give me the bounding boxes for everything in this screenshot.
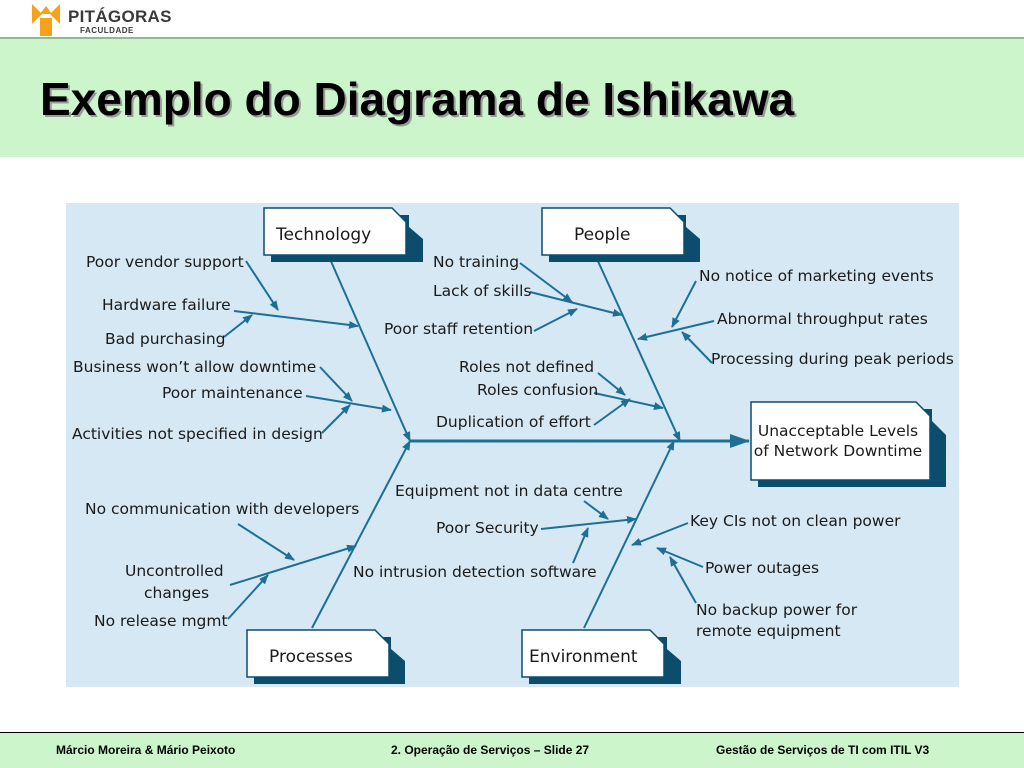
arrow-abnormal-throughput [637, 320, 715, 341]
cause-poor-vendor-support: Poor vendor support [86, 253, 244, 271]
cause-no-release-mgmt: No release mgmt [94, 612, 228, 630]
cause-processing-peak: Processing during peak periods [711, 350, 954, 368]
arrow-poor-staff-retention [533, 308, 578, 332]
arrow-no-notice-marketing [671, 280, 697, 328]
category-processes-label: Processes [269, 647, 353, 667]
cause-uncontrolled-line-2: changes [144, 584, 209, 602]
cause-uncontrolled-line-1: Uncontrolled [125, 562, 224, 580]
cause-poor-maintenance: Poor maintenance [162, 384, 303, 402]
arrow-hardware-failure [233, 310, 359, 329]
effect-box: Unacceptable Levels of Network Downtime [750, 401, 946, 487]
cause-bad-purchasing: Bad purchasing [105, 330, 225, 348]
brand-logo: PITÁGORAS FACULDADE [28, 2, 171, 38]
arrow-no-backup-power [669, 556, 697, 604]
processes-bone [311, 440, 411, 629]
cause-business-no-downtime: Business won’t allow downtime [73, 358, 316, 376]
cause-no-backup-line-1: No backup power for [696, 601, 858, 619]
environment-bone [583, 440, 675, 629]
cause-equipment-not-in-dc: Equipment not in data centre [395, 482, 623, 500]
arrow-poor-security [540, 515, 637, 530]
technology-bone [329, 258, 411, 442]
category-environment-label: Environment [529, 647, 638, 667]
arrow-lack-of-skills [529, 291, 623, 317]
header-divider [0, 37, 1024, 39]
cause-duplication-of-effort: Duplication of effort [436, 413, 591, 431]
cause-poor-security: Poor Security [436, 519, 539, 537]
arrow-no-training [519, 262, 573, 303]
cause-no-backup-line-2: remote equipment [696, 622, 841, 640]
cause-abnormal-throughput: Abnormal throughput rates [717, 310, 928, 328]
arrow-roles-not-defined [597, 372, 626, 396]
footer-band [0, 733, 1024, 768]
arrow-processing-peak [681, 331, 713, 364]
cause-lack-of-skills: Lack of skills [433, 282, 531, 300]
brand-name: PITÁGORAS [68, 7, 172, 26]
box-technology: Technology [263, 207, 423, 262]
cause-poor-staff-retention: Poor staff retention [384, 320, 533, 338]
arrow-duplication-of-effort [593, 398, 631, 426]
arrow-power-outages [656, 547, 704, 568]
effect-line-1: Unacceptable Levels [758, 422, 918, 440]
arrow-no-release-mgmt [227, 574, 269, 620]
pitagoras-logo-icon [32, 4, 60, 36]
cause-roles-confusion: Roles confusion [477, 381, 598, 399]
people-bone [596, 258, 681, 442]
footer-divider [0, 732, 1024, 733]
fishbone-svg: Technology People Processes Environment … [72, 207, 954, 684]
arrow-bad-purchasing [223, 314, 253, 338]
cause-no-intrusion-detection: No intrusion detection software [353, 563, 597, 581]
cause-hardware-failure: Hardware failure [102, 296, 231, 314]
cause-no-training: No training [433, 253, 519, 271]
arrow-key-cis [631, 522, 689, 546]
brand-subtitle: FACULDADE [80, 26, 134, 35]
arrow-uncontrolled-changes [229, 544, 357, 586]
footer-course: Gestão de Serviços de TI com ITIL V3 [716, 743, 930, 757]
arrow-no-intrusion-detection [572, 527, 589, 564]
title-band [0, 39, 1024, 157]
cause-power-outages: Power outages [705, 559, 819, 577]
slide-title: Exemplo do Diagrama de Ishikawa [40, 73, 795, 125]
ishikawa-diagram: Technology People Processes Environment … [66, 203, 959, 687]
box-people: People [541, 207, 700, 262]
category-technology-label: Technology [275, 225, 371, 245]
cause-no-notice-marketing: No notice of marketing events [699, 267, 934, 285]
arrow-business-no-downtime [319, 366, 353, 402]
arrow-poor-vendor-support [245, 260, 279, 311]
arrow-poor-maintenance [305, 395, 392, 413]
box-environment: Environment [521, 629, 681, 684]
arrow-activities-not-specified [321, 404, 351, 434]
arrow-equipment-not-in-dc [583, 500, 609, 520]
cause-key-cis: Key CIs not on clean power [690, 512, 901, 530]
cause-roles-not-defined: Roles not defined [459, 358, 594, 376]
category-people-label: People [574, 225, 630, 245]
box-processes: Processes [246, 629, 405, 684]
cause-no-communication: No communication with developers [85, 500, 359, 518]
cause-activities-not-specified: Activities not specified in design [72, 425, 323, 443]
arrow-no-communication [237, 523, 295, 561]
effect-line-2: of Network Downtime [754, 442, 922, 460]
footer-authors: Márcio Moreira & Mário Peixoto [56, 743, 236, 757]
footer-slide-number: 2. Operação de Serviços – Slide 27 [391, 743, 590, 757]
